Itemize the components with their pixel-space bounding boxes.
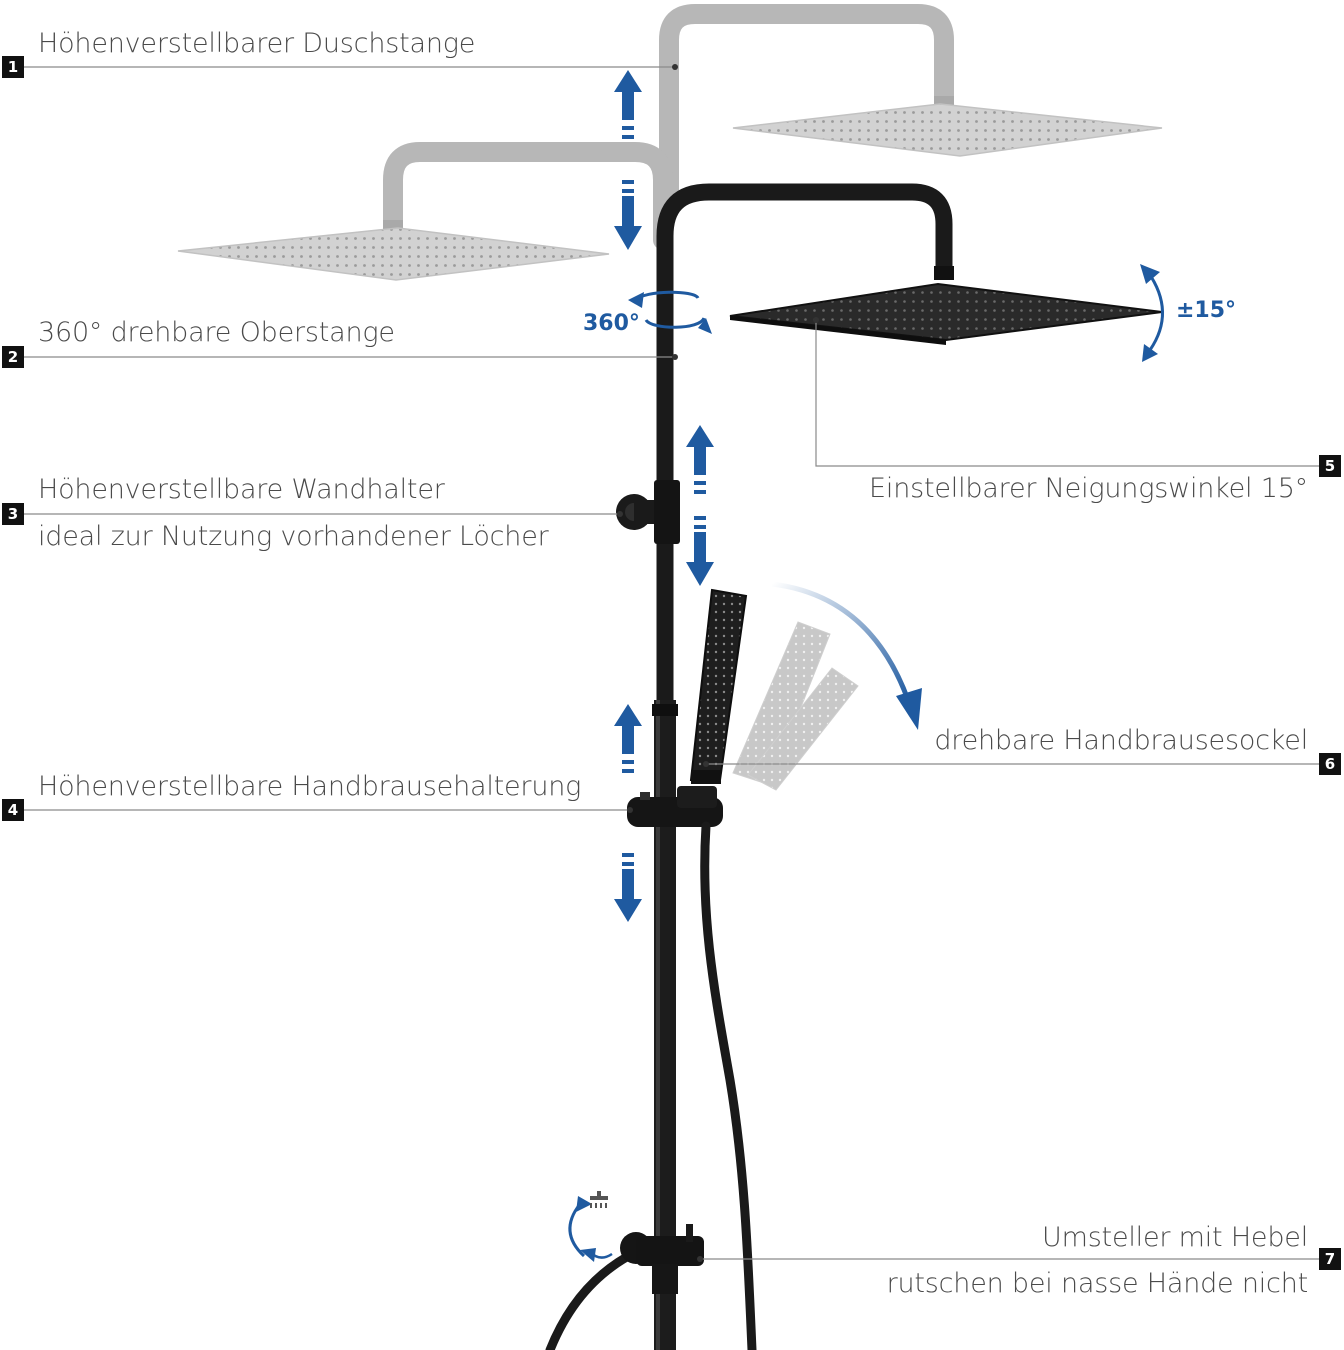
ghost-hand-shower xyxy=(732,621,859,791)
shower-column xyxy=(652,183,954,1350)
rotate-360-arrowheads xyxy=(628,292,712,334)
arrow-up-down-icon xyxy=(614,70,714,922)
diverter-switch-icon xyxy=(568,1191,613,1262)
callout-number-7: 7 xyxy=(1319,1248,1341,1270)
callout-number-4: 4 xyxy=(2,799,24,821)
callout-label-2: 360° drehbare Oberstange xyxy=(38,317,395,348)
callout-label-1: Höhenverstellbarer Duschstange xyxy=(38,28,476,59)
ghost-shower-arm-high xyxy=(659,4,1163,220)
callout-label-4: Höhenverstellbare Handbrausehalterung xyxy=(38,771,582,802)
callout-number-2: 2 xyxy=(2,346,24,368)
rotation-annotation: 360° xyxy=(583,311,640,336)
callout-number-6: 6 xyxy=(1319,753,1341,775)
rain-shower-head xyxy=(729,282,1163,345)
tilt-arrow-icon xyxy=(1140,264,1164,362)
hand-shower-holder xyxy=(627,786,723,827)
leader-lines xyxy=(24,66,1320,1260)
tilt-annotation: ±15° xyxy=(1176,298,1237,323)
ghost-shower-arm-low xyxy=(177,142,673,281)
outlet-hose xyxy=(545,1247,641,1350)
callout-label-7-detail: rutschen bei nasse Hände nicht xyxy=(886,1268,1309,1299)
callout-number-5: 5 xyxy=(1319,455,1341,477)
callout-label-5: Einstellbarer Neigungswinkel 15° xyxy=(869,473,1308,504)
callout-number-1: 1 xyxy=(2,56,24,78)
callout-label-3-detail: ideal zur Nutzung vorhandener Löcher xyxy=(38,521,549,552)
hand-shower xyxy=(689,588,748,784)
swivel-arrow-icon xyxy=(771,581,922,730)
callout-number-3: 3 xyxy=(2,503,24,525)
leader-dots xyxy=(617,64,819,1262)
wall-bracket xyxy=(616,480,680,544)
callout-label-3: Höhenverstellbare Wandhalter xyxy=(38,474,445,505)
callout-label-7: Umsteller mit Hebel xyxy=(1042,1222,1308,1253)
shower-hose xyxy=(700,821,757,1350)
diverter-valve xyxy=(620,1224,704,1294)
callout-label-6: drehbare Handbrausesockel xyxy=(934,725,1308,756)
